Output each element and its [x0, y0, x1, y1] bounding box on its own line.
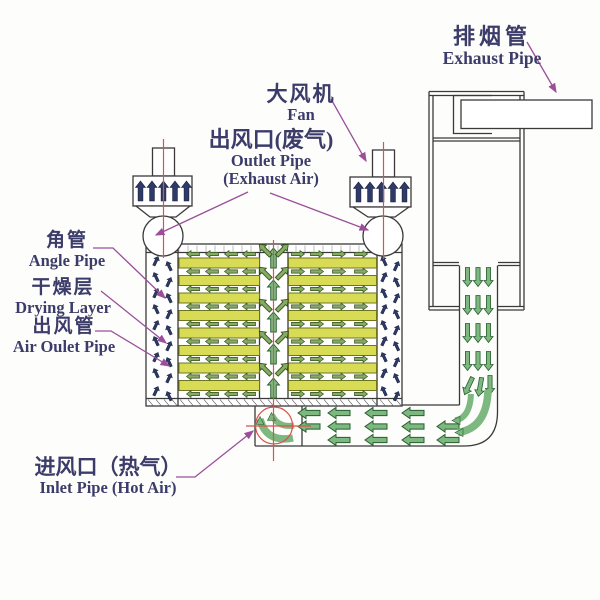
outlet-pipe-label-en2: (Exhaust Air): [223, 169, 319, 189]
exhaust-pipe-label-en: Exhaust Pipe: [442, 47, 542, 68]
inlet-pipe-label-en: Inlet Pipe (Hot Air): [39, 477, 177, 497]
drying-layer-label-en: Drying Layer: [15, 297, 111, 317]
outlet-pipe-label-zh: 出风口(废气): [208, 127, 334, 152]
fan-leader: [330, 98, 367, 163]
bottom-plate-hatching: [147, 399, 402, 406]
exhaust-pipe-label-zh: 排烟管: [452, 24, 531, 49]
exhaust-pipe-leader: [526, 41, 557, 94]
centerlines: [162, 139, 385, 461]
inlet-pipe-label: 进风口（热气） Inlet Pipe (Hot Air): [24, 456, 192, 497]
drying-layer-label: 干燥层 Drying Layer: [0, 277, 126, 317]
fan-label-zh: 大风机: [266, 82, 336, 106]
outlet-right-leader: [269, 192, 370, 231]
fan-label-en: Fan: [287, 104, 315, 124]
drying-layer-label-zh: 干燥层: [31, 277, 95, 298]
exhaust-box: [428, 90, 593, 311]
inlet-pipe-leader: [176, 430, 255, 478]
air-outlet-pipe-leader: [95, 330, 171, 367]
air-outlet-pipe-label: 出风管 Air Oulet Pipe: [0, 316, 128, 356]
outlet-left-leader: [154, 191, 249, 236]
air-outlet-pipe-label-en: Air Oulet Pipe: [12, 336, 116, 356]
elbow-curved-arrows: [451, 389, 492, 437]
drying-layer-leader: [100, 290, 168, 344]
drying-layer-stripes: [178, 257, 377, 391]
angle-pipe-leader: [93, 247, 166, 299]
outlet-pipe-label: 出风口(废气) Outlet Pipe (Exhaust Air): [182, 128, 360, 189]
inlet-pipe-label-zh: 进风口（热气）: [34, 455, 182, 479]
leader-lines: [93, 41, 557, 478]
angle-pipe-label-zh: 角管: [45, 230, 88, 251]
fan-label: 大风机 Fan: [240, 83, 362, 124]
outlet-pipe-label-en1: Outlet Pipe: [230, 150, 312, 170]
exhaust-pipe-outlet: [460, 99, 593, 130]
bottom-duct-airflow-arrows: [297, 407, 460, 446]
hot-air-ducts: [254, 265, 499, 447]
angle-pipe-label: 角管 Angle Pipe: [8, 230, 126, 270]
exhaust-pipe-label: 排烟管 Exhaust Pipe: [408, 25, 576, 68]
air-outlet-pipe-label-zh: 出风管: [32, 316, 96, 337]
down-duct-airflow-arrows: [459, 267, 496, 398]
angle-pipe-label-en: Angle Pipe: [28, 250, 106, 270]
